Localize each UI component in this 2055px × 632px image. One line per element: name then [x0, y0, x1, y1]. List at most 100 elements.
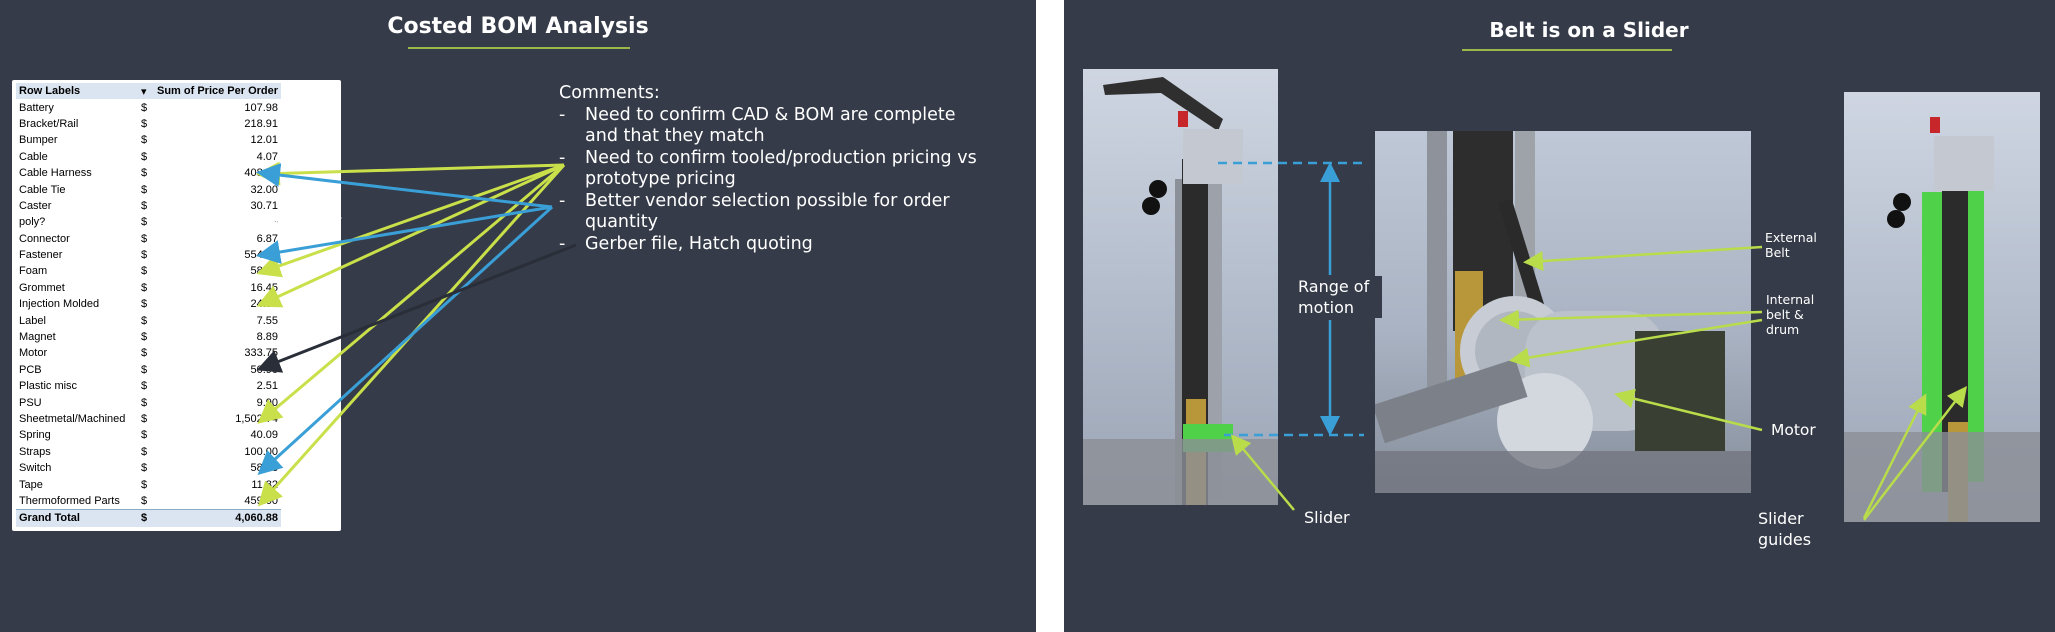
- grand-total-row: Grand Total $ 4,060.88: [16, 509, 282, 527]
- row-label: Plastic misc: [19, 380, 78, 393]
- column-header-row-labels[interactable]: Row Labels: [16, 83, 138, 100]
- row-label: Cable Tie: [19, 183, 66, 196]
- table-header-row: Row Labels ▾ Sum of Price Per Order: [16, 83, 282, 100]
- row-currency: $: [141, 183, 148, 196]
- row-label: Bracket/Rail: [19, 117, 79, 130]
- row-currency: $: [141, 216, 148, 229]
- row-currency: $: [141, 380, 148, 393]
- slider-label: Slider: [1304, 508, 1350, 527]
- row-label: Sheetmetal/Machined: [19, 413, 126, 425]
- row-label: Grommet: [19, 281, 65, 294]
- table-row: Battery $107.98: [16, 99, 281, 115]
- arrow-green: [256, 163, 565, 308]
- comment-item: Need to confirm tooled/production pricin…: [559, 148, 989, 191]
- grand-total-currency: $: [138, 509, 154, 527]
- slide-belt-slider: Belt is on a Slider: [1064, 0, 2055, 632]
- title-underline: [1462, 49, 1672, 51]
- row-currency: $: [141, 150, 148, 163]
- row-currency: $: [141, 494, 148, 507]
- row-currency: $: [141, 298, 148, 311]
- bom-arrows: [256, 161, 577, 507]
- callout-slider: [1230, 434, 1295, 511]
- row-currency: $: [141, 281, 148, 294]
- grand-total-label: Grand Total: [16, 509, 138, 527]
- row-value: 107.98: [244, 101, 279, 114]
- external-belt-label: External Belt: [1765, 230, 1817, 260]
- slider-guides-label: Slider guides: [1758, 509, 1812, 549]
- table-row: Bumper$12.01: [16, 132, 281, 148]
- row-currency: $: [141, 167, 148, 180]
- row-label: Cable Harness: [19, 167, 92, 180]
- row-currency: $: [141, 445, 148, 458]
- arrow-green: [256, 163, 565, 278]
- row-value: 30.71: [250, 199, 279, 212]
- callout-internal-belt: [1499, 309, 1763, 330]
- callout-internal-drum: [1509, 318, 1763, 368]
- row-label: poly?: [19, 216, 46, 229]
- row-label: Switch: [19, 462, 52, 475]
- row-currency: $: [141, 314, 148, 327]
- row-label: Injection Molded: [19, 298, 100, 311]
- row-label: Bumper: [19, 134, 58, 147]
- filter-dropdown-icon[interactable]: ▾: [138, 83, 154, 100]
- row-currency: $: [141, 363, 148, 376]
- callout-guide-1: [1862, 393, 1927, 519]
- table-row: Label$7.55: [16, 312, 281, 328]
- comments-block: Comments: Need to confirm CAD & BOM are …: [559, 83, 989, 255]
- row-label: Spring: [19, 429, 51, 442]
- row-currency: $: [141, 396, 148, 409]
- row-label: Connector: [19, 232, 70, 245]
- caster-boot-note: CASTER BOOT: [263, 216, 342, 228]
- table-row: Magnet $8.89: [16, 329, 281, 345]
- row-currency: $: [141, 478, 148, 491]
- row-currency: $: [141, 134, 148, 147]
- callout-guide-2: [1863, 386, 1968, 521]
- row-currency: $: [141, 462, 148, 475]
- row-label: Magnet: [19, 331, 56, 344]
- table-row: Cable $4.07: [16, 149, 281, 165]
- table-row: Spring $40.09: [16, 427, 281, 443]
- row-label: Caster: [19, 199, 52, 212]
- grand-total-value: 4,060.88: [154, 509, 282, 527]
- arrow-blue: [256, 205, 553, 264]
- row-label: Fastener: [19, 249, 63, 262]
- row-value: 8.89: [256, 331, 279, 344]
- row-label: Motor: [19, 347, 48, 360]
- row-label: Tape: [19, 478, 43, 491]
- row-currency: $: [141, 413, 148, 425]
- range-of-motion-label: Range of motion: [1298, 276, 1382, 318]
- internal-belt-label: Internal belt & drum: [1766, 292, 1815, 337]
- row-value: 4.07: [256, 150, 279, 163]
- table-row: Plastic misc $2.51: [16, 378, 281, 394]
- row-currency: $: [141, 199, 148, 212]
- row-value: 40.09: [250, 429, 279, 442]
- annotation-overlay: [1218, 161, 1968, 521]
- tower-render-right: [1844, 117, 2040, 522]
- row-currency: $: [141, 331, 148, 344]
- row-label: PSU: [19, 396, 42, 409]
- row-value: -: [274, 216, 279, 229]
- row-label: Thermoformed Parts: [19, 494, 120, 507]
- row-value: 218.91: [244, 117, 279, 130]
- row-label: Battery: [19, 101, 54, 114]
- row-label: Straps: [19, 445, 51, 458]
- row-currency: $: [141, 101, 148, 114]
- row-currency: $: [141, 249, 148, 262]
- column-header-sum-price[interactable]: Sum of Price Per Order: [154, 83, 282, 100]
- row-currency: $: [141, 429, 148, 442]
- cad-render-right: [1844, 92, 2040, 522]
- comment-item: Better vendor selection possible for ord…: [559, 191, 989, 234]
- row-label: Cable: [19, 150, 48, 163]
- slide-title: Costed BOM Analysis: [387, 14, 649, 39]
- row-label: Foam: [19, 265, 48, 278]
- arrow-green: [256, 161, 565, 186]
- slide-costed-bom: Costed BOM Analysis Row Labels ▾ Sum of …: [0, 0, 1036, 632]
- callout-external-belt: [1523, 245, 1763, 272]
- table-row: poly? $ -: [16, 214, 281, 230]
- comment-item: Gerber file, Hatch quoting: [559, 234, 989, 256]
- row-currency: $: [141, 347, 148, 360]
- comment-item: Need to confirm CAD & BOM are complete a…: [559, 105, 989, 148]
- row-value: 2.51: [256, 380, 279, 393]
- callout-motor: [1614, 388, 1763, 432]
- row-currency: $: [141, 117, 148, 130]
